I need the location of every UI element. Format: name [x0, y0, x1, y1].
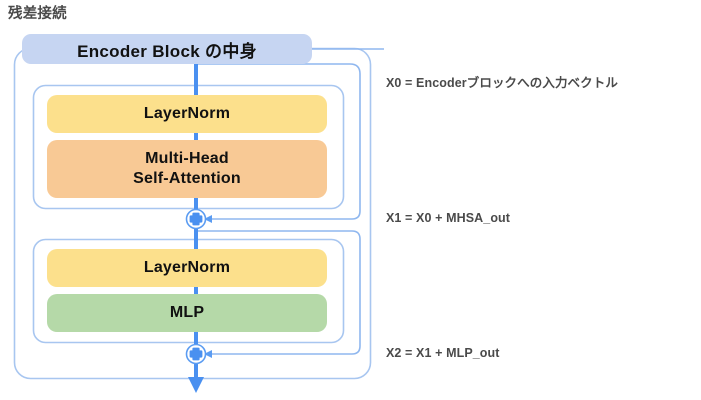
annotation-x2: X2 = X1 + MLP_out	[386, 346, 500, 360]
annotation-x0: X0 = Encoderブロックへの入力ベクトル	[386, 76, 618, 90]
output-arrow-icon	[188, 377, 204, 393]
module-mlp[interactable]: MLP	[47, 294, 327, 332]
module-multi-head-self-attention[interactable]: Multi-Head Self-Attention	[47, 140, 327, 198]
diagram-heading: 残差接続	[8, 6, 67, 22]
encoder-block-title: Encoder Block の中身	[22, 34, 312, 64]
residual-arrow-2-icon	[204, 350, 212, 358]
residual-add-2[interactable]	[185, 343, 207, 365]
residual-add-1[interactable]	[185, 208, 207, 230]
mhsa-label-line1: Multi-Head	[145, 150, 229, 168]
module-layernorm-1[interactable]: LayerNorm	[47, 95, 327, 133]
mhsa-label: Multi-Head Self-Attention	[133, 149, 241, 188]
mhsa-label-line2: Self-Attention	[133, 170, 241, 187]
annotation-x1: X1 = X0 + MHSA_out	[386, 211, 511, 225]
module-layernorm-2[interactable]: LayerNorm	[47, 249, 327, 287]
residual-arrow-1-icon	[204, 215, 212, 223]
